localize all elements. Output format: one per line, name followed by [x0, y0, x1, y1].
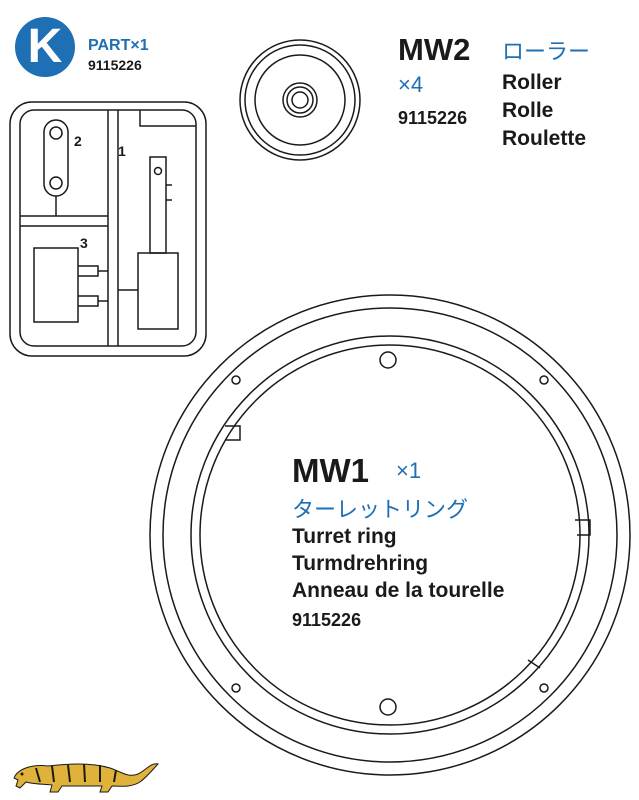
mw1-name-de: Turmdrehring	[292, 552, 429, 575]
mw2-name-de: Rolle	[502, 99, 554, 122]
mw1-name-en: Turret ring	[292, 525, 397, 548]
mw2-name-en: Roller	[502, 71, 562, 94]
mw2-code: MW2	[398, 32, 471, 67]
sprue-numbers: 2 1 3	[74, 133, 126, 251]
mw1-code: MW1	[292, 452, 369, 489]
mw1-names: Turret ring Turmdrehring Anneau de la to…	[292, 523, 504, 604]
turret-ring-drawing	[149, 294, 631, 776]
sprue-label-1: 1	[118, 143, 126, 159]
mw1-name-fr: Anneau de la tourelle	[292, 579, 505, 602]
mw2-japanese-name: ローラー	[502, 39, 591, 64]
mw2-part-number: 9115226	[398, 108, 468, 128]
tiger-logo-icon	[13, 763, 159, 793]
sprue-label-2: 2	[74, 133, 82, 149]
sprue-frame	[9, 101, 207, 357]
mw1-japanese-name: ターレットリング	[292, 497, 469, 522]
mw2-quantity: ×4	[398, 72, 424, 97]
part-count-label: PART×1	[88, 37, 149, 54]
mw1-part-number: 9115226	[292, 610, 362, 630]
sprue-label-3: 3	[80, 235, 88, 251]
mw1-quantity: ×1	[396, 458, 422, 483]
part-k-badge: K	[15, 17, 75, 77]
mw2-names: Roller Rolle Roulette	[502, 69, 586, 153]
part-number: 9115226	[88, 57, 142, 73]
roller-drawing	[239, 39, 361, 161]
mw2-name-fr: Roulette	[502, 127, 586, 150]
